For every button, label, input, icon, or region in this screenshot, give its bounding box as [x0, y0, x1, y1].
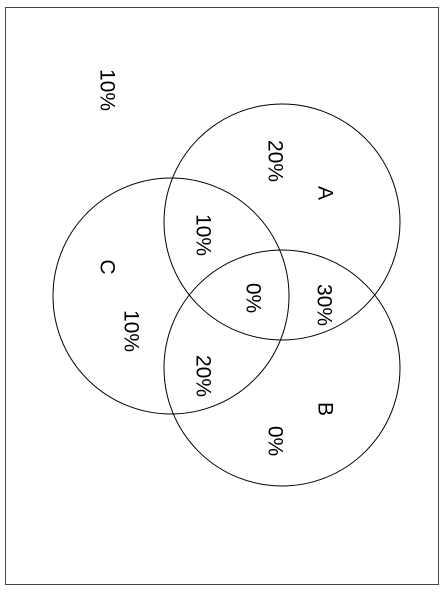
set-b-label: B — [314, 402, 337, 416]
universe-frame — [5, 7, 439, 585]
region-b-and-c-label: 20% — [192, 355, 215, 397]
set-c-label: C — [96, 259, 119, 274]
region-a-and-c-label: 10% — [192, 214, 215, 256]
region-a-and-b-and-c-label: 0% — [242, 283, 265, 313]
circle-b — [163, 249, 401, 487]
circle-c — [52, 177, 290, 415]
circle-a — [163, 103, 401, 341]
region-a-and-b-label: 30% — [313, 284, 336, 326]
set-a-label: A — [314, 186, 337, 200]
region-outside-label: 10% — [96, 69, 119, 111]
region-b-only-label: 0% — [264, 426, 287, 456]
region-c-only-label: 10% — [120, 310, 143, 352]
region-a-only-label: 20% — [264, 140, 287, 182]
